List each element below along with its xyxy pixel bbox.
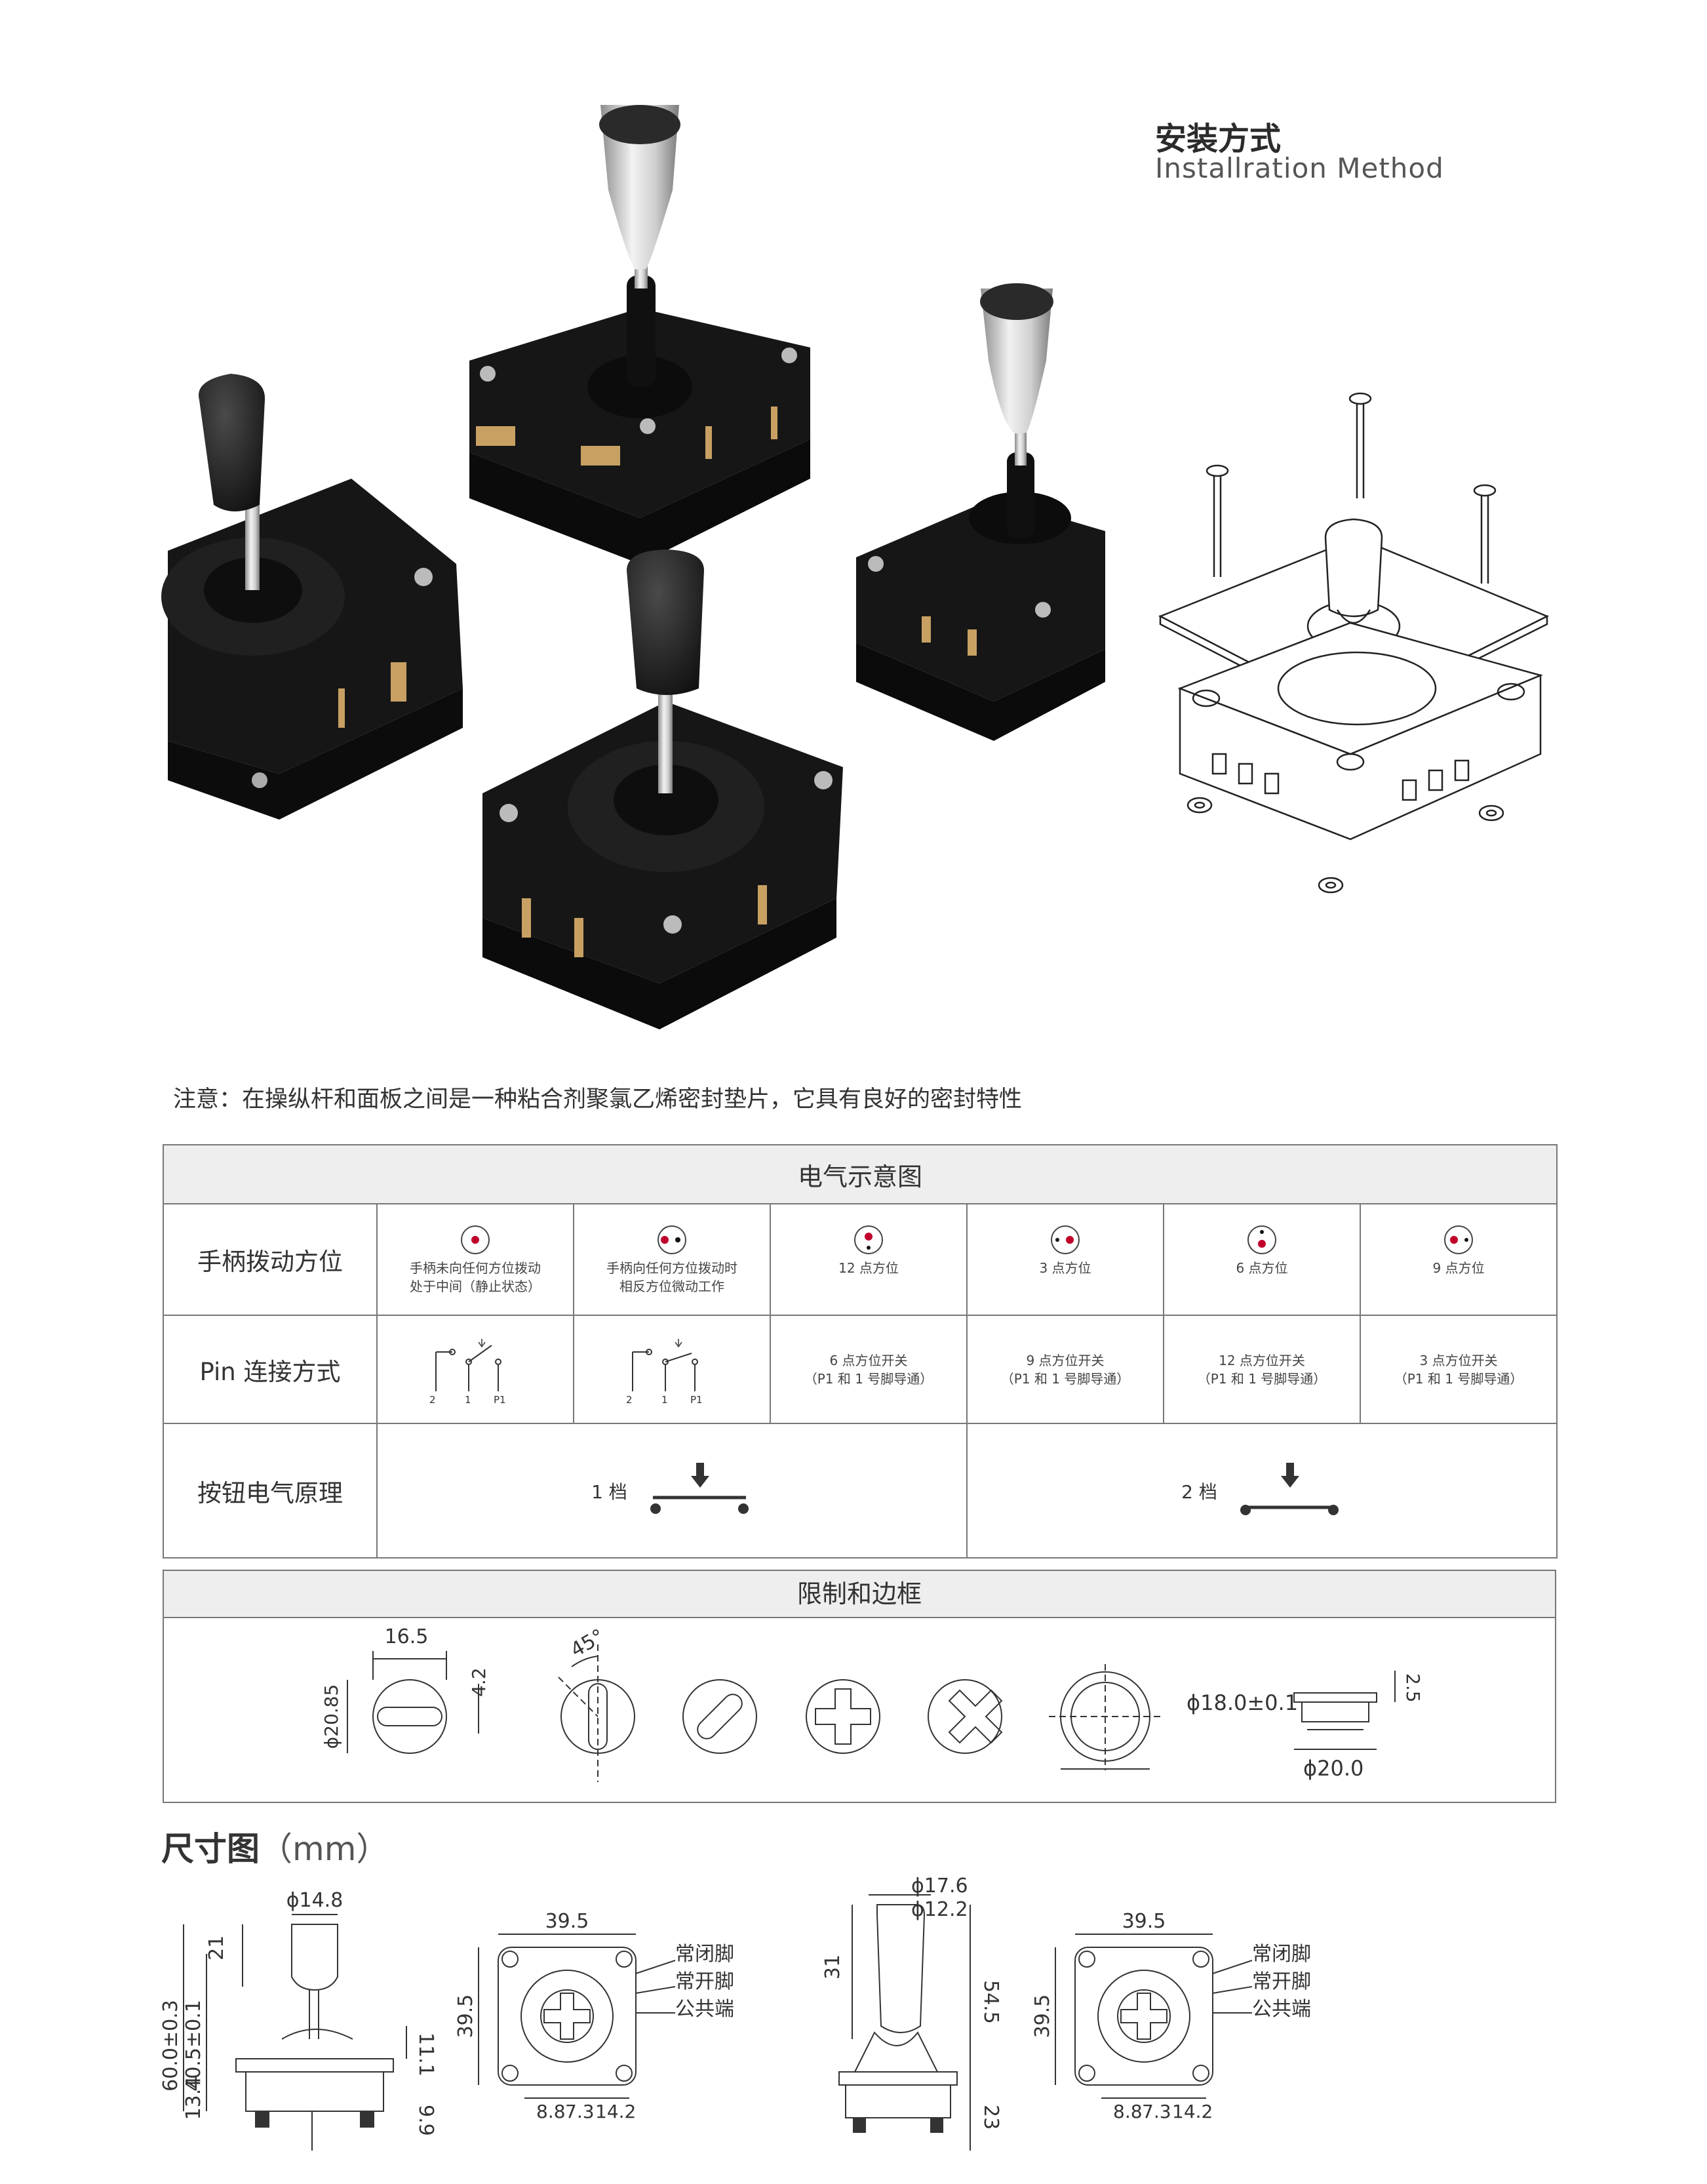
svg-text:ϕ14.8: ϕ14.8 <box>286 1889 343 1912</box>
pin-text-9: 3 点方位开关 （P1 和 1 号脚导通） <box>1359 1315 1558 1424</box>
position-dot-icon <box>461 1225 490 1254</box>
svg-text:公共端: 公共端 <box>1252 1998 1311 2021</box>
svg-text:常闭脚: 常闭脚 <box>675 1943 734 1966</box>
position-dot-icon <box>854 1225 883 1254</box>
slot-gate-diagram: 16.5 ϕ20.85 4.2 <box>321 1625 490 1754</box>
svg-text:11.1: 11.1 <box>414 2033 437 2076</box>
top-view-left: 39.5 39.5 8.8 7.3 14.2 常闭脚 常开脚 公共端 <box>454 1910 734 2122</box>
svg-text:16.5: 16.5 <box>385 1625 429 1648</box>
installation-diagram <box>1154 387 1586 911</box>
svg-text:23: 23 <box>979 2105 1002 2130</box>
joystick-photo-right <box>856 283 1105 741</box>
limits-panel: 限制和边框 16.5 ϕ20.85 4.2 45° <box>163 1570 1556 1803</box>
svg-text:公共端: 公共端 <box>675 1998 734 2021</box>
position-dot-icon <box>1051 1225 1080 1254</box>
cross-gate-icon <box>806 1679 880 1754</box>
pin-diagram-active: 2 1 P1 <box>573 1315 771 1424</box>
round-bezel-diagram <box>1049 1664 1162 1770</box>
page-title: 安装方式 <box>1155 121 1282 157</box>
svg-text:14.2: 14.2 <box>595 2101 636 2122</box>
position-dot-icon <box>657 1225 686 1254</box>
push-button-icon <box>1240 1462 1339 1515</box>
svg-text:P1: P1 <box>690 1394 703 1406</box>
button-level-2: 2 档 <box>966 1423 1558 1559</box>
svg-text:常开脚: 常开脚 <box>1252 1970 1311 1993</box>
svg-text:4.2: 4.2 <box>468 1667 490 1697</box>
pin-text-12: 6 点方位开关 （P1 和 1 号脚导通） <box>770 1315 968 1424</box>
product-photo <box>161 105 1105 1036</box>
svg-text:39.5: 39.5 <box>454 1995 477 2038</box>
position-cell-6: 6 点方位 <box>1163 1203 1361 1316</box>
top-view-right: 39.5 39.5 8.8 7.3 14.2 常闭脚 常开脚 公共端 <box>1031 1910 1311 2122</box>
svg-text:ϕ17.6: ϕ17.6 <box>911 1875 968 1897</box>
angle-gate-diagram: 45° <box>558 1625 635 1782</box>
svg-text:1: 1 <box>465 1394 471 1406</box>
svg-text:39.5: 39.5 <box>545 1910 589 1933</box>
switch-schematic-icon: 2 1 P1 <box>626 1338 703 1406</box>
svg-text:常闭脚: 常闭脚 <box>1252 1943 1311 1966</box>
svg-text:54.5: 54.5 <box>979 1980 1002 2024</box>
nut-icon <box>1187 797 1504 894</box>
svg-text:2: 2 <box>626 1394 633 1406</box>
dimension-drawings: ϕ14.8 21 60.0±0.3 40.5±0.1 13.4 11.1 9.9… <box>157 1875 1481 2164</box>
svg-text:31: 31 <box>821 1955 844 1979</box>
button-level-1: 1 档 <box>376 1423 968 1559</box>
position-cell-3: 3 点方位 <box>966 1203 1164 1316</box>
position-cell-any: 手柄向任何方位拨动时 相反方位微动工作 <box>573 1203 771 1316</box>
svg-text:14.2: 14.2 <box>1172 2101 1213 2122</box>
svg-text:1: 1 <box>661 1394 668 1406</box>
position-cell-center: 手柄未向任何方位拨动 处于中间（静止状态） <box>376 1203 574 1316</box>
svg-text:2: 2 <box>429 1394 436 1406</box>
svg-text:7.3: 7.3 <box>1142 2101 1171 2122</box>
svg-text:常开脚: 常开脚 <box>675 1970 734 1993</box>
row-label-pin: Pin 连接方式 <box>163 1315 378 1424</box>
svg-text:ϕ20.85: ϕ20.85 <box>321 1684 342 1749</box>
svg-text:39.5: 39.5 <box>1122 1910 1166 1933</box>
svg-text:9.9: 9.9 <box>414 2105 437 2136</box>
pin-diagram-rest: 2 1 P1 <box>376 1315 574 1424</box>
electrical-title: 电气示意图 <box>162 1144 1558 1204</box>
joystick-photo-left <box>161 374 463 820</box>
side-view-short: ϕ14.8 21 60.0±0.3 40.5±0.1 13.4 11.1 9.9 <box>159 1889 437 2151</box>
svg-text:7.3: 7.3 <box>565 2101 595 2122</box>
x-gate-icon <box>928 1679 1003 1754</box>
pin-text-6: 12 点方位开关 （P1 和 1 号脚导通） <box>1163 1315 1361 1424</box>
switch-schematic-icon: 2 1 P1 <box>429 1338 506 1406</box>
svg-text:8.8: 8.8 <box>536 2101 566 2122</box>
svg-text:21: 21 <box>205 1936 228 1960</box>
sealing-note: 注意：在操纵杆和面板之间是一种粘合剂聚氯乙烯密封垫片，它具有良好的密封特性 <box>173 1086 1023 1113</box>
svg-text:ϕ18.0±0.1: ϕ18.0±0.1 <box>1187 1690 1298 1715</box>
diagonal-gate-icon <box>682 1679 757 1754</box>
svg-text:40.5±0.1: 40.5±0.1 <box>182 2000 205 2092</box>
svg-text:ϕ20.0: ϕ20.0 <box>1303 1756 1364 1781</box>
pin-text-3: 9 点方位开关 （P1 和 1 号脚导通） <box>966 1315 1164 1424</box>
svg-text:ϕ12.2: ϕ12.2 <box>911 1898 968 1921</box>
side-view-long: ϕ17.6 ϕ12.2 31 54.5 23 <box>821 1875 1002 2151</box>
push-button-icon <box>650 1462 749 1514</box>
limits-title: 限制和边框 <box>164 1571 1555 1618</box>
bezel-section-diagram: ϕ18.0±0.1 ϕ20.0 2.5 <box>1187 1671 1424 1781</box>
svg-text:45°: 45° <box>567 1625 609 1662</box>
position-cell-12: 12 点方位 <box>770 1203 968 1316</box>
svg-text:2.5: 2.5 <box>1402 1673 1424 1703</box>
row-label-handle: 手柄拨动方位 <box>163 1203 378 1316</box>
row-label-button: 按钮电气原理 <box>163 1423 378 1559</box>
svg-text:8.8: 8.8 <box>1113 2101 1143 2122</box>
svg-text:60.0±0.3: 60.0±0.3 <box>159 2000 182 2092</box>
dimension-title: 尺寸图（mm） <box>161 1830 389 1868</box>
joystick-photo-top <box>469 105 810 564</box>
joystick-photo-bottom <box>482 549 843 1029</box>
svg-text:13.4: 13.4 <box>182 2076 205 2120</box>
svg-text:39.5: 39.5 <box>1031 1995 1054 2038</box>
position-dot-icon <box>1444 1225 1474 1254</box>
svg-text:P1: P1 <box>494 1394 506 1406</box>
page-subtitle: Installration Method <box>1155 152 1444 184</box>
position-cell-9: 9 点方位 <box>1359 1203 1558 1316</box>
position-dot-icon <box>1247 1225 1276 1254</box>
electrical-table: 电气示意图 手柄拨动方位 手柄未向任何方位拨动 处于中间（静止状态） 手柄向任何… <box>162 1144 1558 1559</box>
